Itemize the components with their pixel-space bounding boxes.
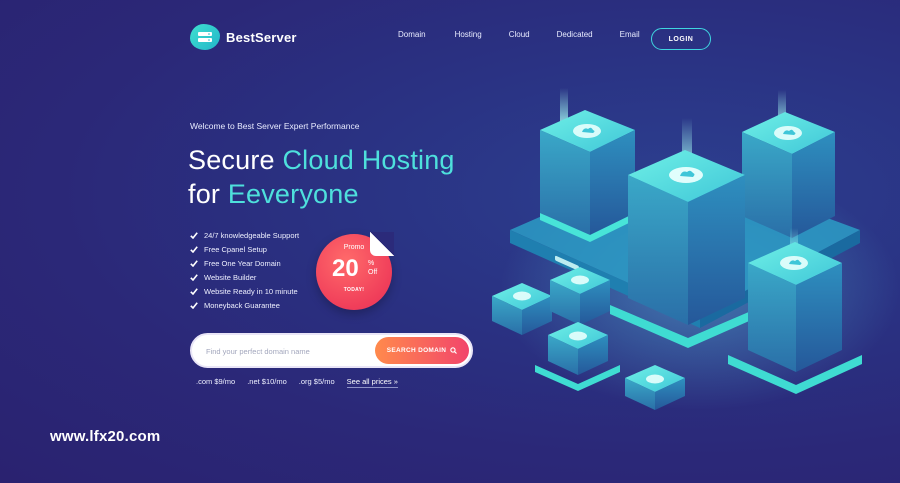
login-button[interactable]: LOGIN bbox=[651, 28, 711, 50]
check-icon bbox=[190, 273, 198, 281]
search-button-label: SEARCH DOMAIN bbox=[386, 347, 447, 354]
logo-server-icon bbox=[190, 24, 220, 50]
server-illustration bbox=[492, 88, 900, 410]
domain-search-input[interactable] bbox=[206, 344, 366, 358]
feature-item: 24/7 knowledgeable Support bbox=[190, 228, 299, 242]
welcome-text: Welcome to Best Server Expert Performanc… bbox=[190, 121, 360, 131]
nav-dedicated[interactable]: Dedicated bbox=[556, 30, 593, 39]
check-icon bbox=[190, 287, 198, 295]
feature-item: Website Builder bbox=[190, 270, 299, 284]
feature-item: Website Ready in 10 minute bbox=[190, 284, 299, 298]
feature-item: Free Cpanel Setup bbox=[190, 242, 299, 256]
domain-prices: .com $9/mo .net $10/mo .org $5/mo See al… bbox=[196, 377, 398, 388]
promo-value: 20 bbox=[332, 255, 359, 282]
promo-badge: Promo 20 % Off TODAY! bbox=[316, 232, 394, 310]
price-com: .com $9/mo bbox=[196, 377, 236, 386]
feature-label: Free One Year Domain bbox=[204, 258, 281, 268]
server-tower-front-right bbox=[728, 228, 862, 394]
nav-cloud[interactable]: Cloud bbox=[508, 30, 530, 39]
search-icon bbox=[450, 347, 458, 354]
feature-label: Website Ready in 10 minute bbox=[204, 286, 298, 296]
promo-today: TODAY! bbox=[343, 287, 365, 293]
feature-label: Moneyback Guarantee bbox=[204, 300, 280, 310]
feature-label: Free Cpanel Setup bbox=[204, 244, 267, 254]
server-small-front bbox=[625, 365, 685, 410]
feature-list: 24/7 knowledgeable Support Free Cpanel S… bbox=[190, 228, 299, 312]
headline-line1-cyan: Cloud Hosting bbox=[282, 145, 455, 175]
page-title: Secure Cloud Hosting for Eeveryone bbox=[188, 143, 455, 211]
check-icon bbox=[190, 259, 198, 267]
check-icon bbox=[190, 231, 198, 239]
promo-label: Promo bbox=[343, 244, 365, 251]
server-small-left bbox=[492, 283, 552, 335]
promo-off: Off bbox=[368, 269, 378, 276]
see-all-prices-link[interactable]: See all prices » bbox=[346, 377, 398, 388]
main-nav: Domain Hosting Cloud Dedicated Email bbox=[398, 30, 640, 39]
promo-page-curl bbox=[370, 232, 394, 256]
promo-percent: % bbox=[368, 260, 375, 267]
price-net: .net $10/mo bbox=[247, 377, 287, 386]
server-small-mid bbox=[550, 267, 610, 325]
headline-line2-cyan: Eeveryone bbox=[227, 179, 359, 209]
nav-email[interactable]: Email bbox=[619, 30, 640, 39]
feature-label: 24/7 knowledgeable Support bbox=[204, 230, 300, 240]
server-tower-back-left bbox=[540, 88, 635, 271]
check-icon bbox=[190, 245, 198, 253]
nav-domain[interactable]: Domain bbox=[398, 30, 426, 39]
headline-line2-white: for bbox=[188, 179, 228, 209]
feature-item: Free One Year Domain bbox=[190, 256, 299, 270]
feature-item: Moneyback Guarantee bbox=[190, 298, 299, 312]
search-domain-button[interactable]: SEARCH DOMAIN bbox=[375, 337, 469, 364]
server-tower-center bbox=[610, 118, 765, 348]
domain-search: SEARCH DOMAIN bbox=[190, 333, 473, 368]
brand-logo[interactable]: BestServer bbox=[190, 24, 297, 50]
check-icon bbox=[190, 301, 198, 309]
logo-text: BestServer bbox=[226, 29, 297, 45]
nav-hosting[interactable]: Hosting bbox=[454, 30, 482, 39]
server-tower-back-right bbox=[742, 90, 835, 238]
watermark: www.lfx20.com bbox=[50, 428, 161, 445]
server-small-lower bbox=[535, 322, 620, 391]
price-org: .org $5/mo bbox=[298, 377, 335, 386]
headline-line1-white: Secure bbox=[188, 145, 283, 175]
feature-label: Website Builder bbox=[204, 272, 257, 282]
